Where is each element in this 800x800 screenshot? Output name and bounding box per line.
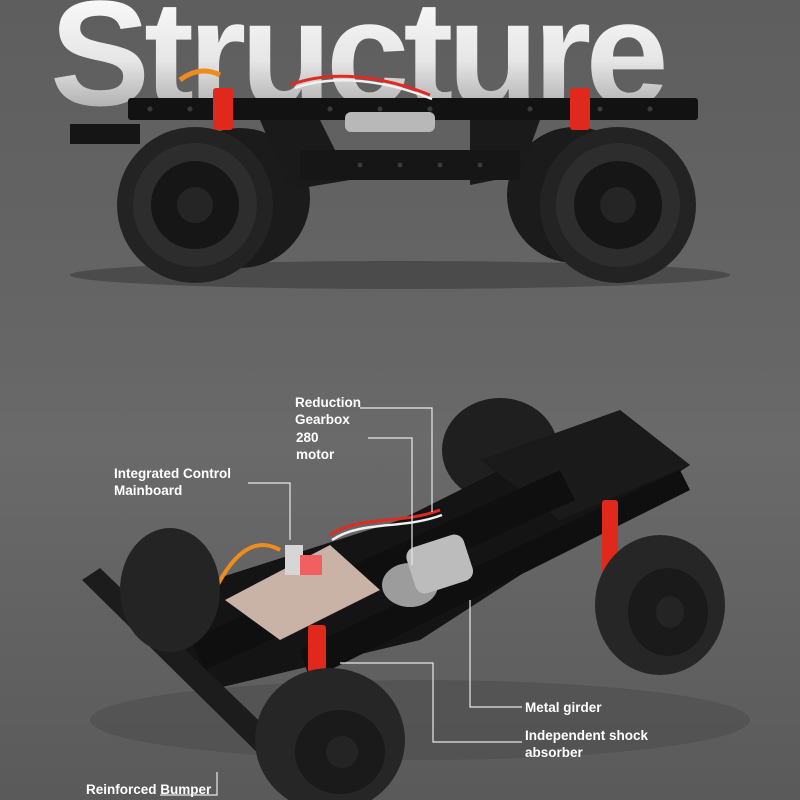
wheel-right-side (540, 127, 696, 283)
label-independent-shock-absorber: Independent shock absorber (525, 727, 648, 761)
label-gearbox-line2: Gearbox (295, 412, 350, 427)
label-280-motor: 280 motor (296, 429, 334, 463)
wheel-front-right (595, 535, 725, 675)
label-motor-line2: motor (296, 447, 335, 462)
label-motor-line1: 280 (296, 430, 319, 445)
label-metal-girder: Metal girder (525, 700, 602, 715)
chassis-perspective-view (82, 398, 750, 800)
label-integrated-control-mainboard: Integrated Control Mainboard (114, 465, 231, 499)
label-mainboard-line2: Mainboard (114, 483, 183, 498)
leader-lines (160, 407, 522, 796)
wheel-left-side (117, 127, 273, 283)
motor-side (345, 112, 435, 132)
wheel-rear-left (255, 668, 405, 800)
label-reduction-gearbox: Reduction Gearbox (295, 394, 361, 428)
label-reinforced-bumper: Reinforced Bumper (86, 782, 212, 797)
label-gearbox-line1: Reduction (295, 395, 361, 410)
wheel-front-left (120, 528, 220, 652)
mainboard-board (225, 545, 380, 640)
label-mainboard-line1: Integrated Control (114, 466, 231, 481)
motor-cylinder (382, 534, 474, 607)
label-shock-line2: absorber (525, 745, 583, 760)
side-frame-rail (70, 98, 698, 190)
shock-absorber-front-side (213, 88, 590, 130)
label-shock-line1: Independent shock (525, 728, 649, 743)
shock-absorber-right (602, 500, 618, 572)
